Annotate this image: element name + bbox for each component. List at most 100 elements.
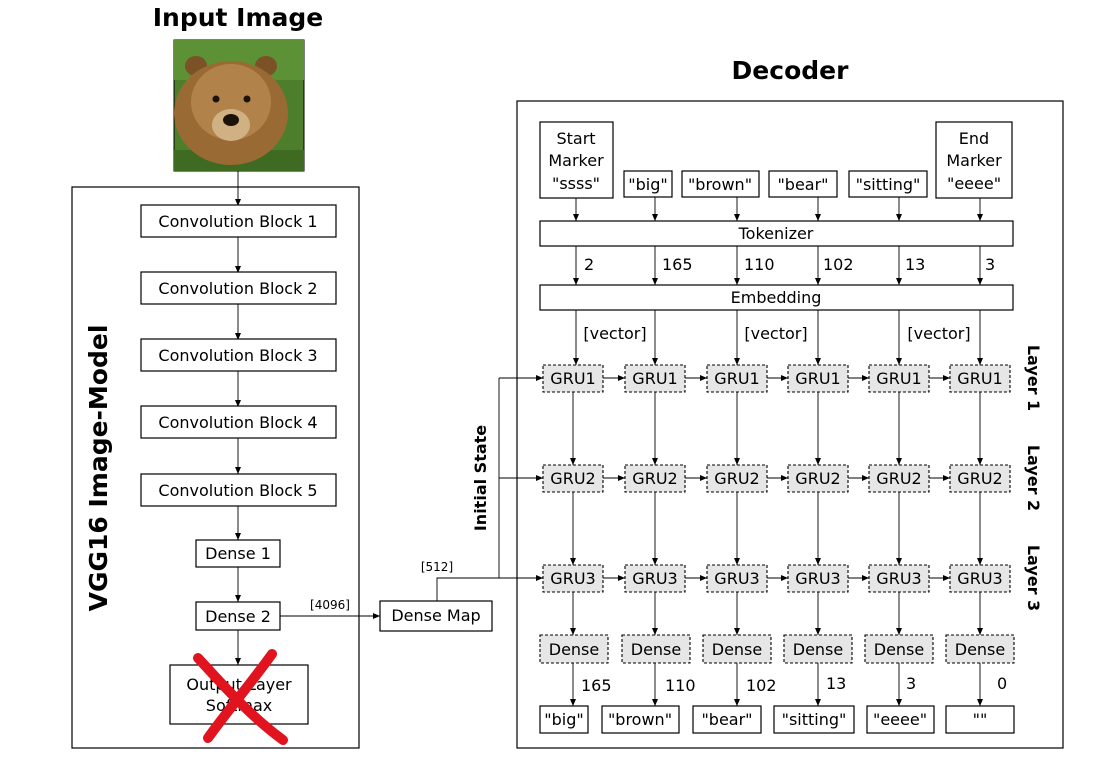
output-id-4: 13 [826, 674, 846, 693]
end-marker-line1: End [959, 129, 989, 148]
conv-block-1-label: Convolution Block 1 [158, 212, 317, 231]
dense-2-label: Dense 2 [205, 607, 271, 626]
token-id-5: 13 [905, 255, 925, 274]
decoder-title: Decoder [732, 56, 850, 85]
output-id-3: 102 [746, 676, 777, 695]
input-word-big: "big" [623, 170, 673, 198]
gru2-label-2: GRU2 [632, 469, 677, 488]
gru3-label-1: GRU3 [550, 569, 595, 588]
gru2-label-1: GRU2 [550, 469, 595, 488]
gru2-cell-5: GRU2 [868, 464, 930, 493]
output-word-2-label: "brown" [608, 710, 672, 729]
gru1-cell-3: GRU1 [706, 364, 768, 393]
start-marker-line2: Marker [548, 151, 604, 170]
input-word-brown: "brown" [681, 170, 760, 198]
gru1-cell-4: GRU1 [787, 364, 849, 393]
tokenizer-label: Tokenizer [738, 224, 814, 243]
input-word-sitting: "sitting" [848, 170, 928, 198]
gru1-cell-6: GRU1 [949, 364, 1011, 393]
gru2-label-3: GRU2 [714, 469, 759, 488]
vector-label-2: [vector] [744, 324, 807, 343]
gru2-cell-4: GRU2 [787, 464, 849, 493]
input-word-bear: "bear" [768, 170, 838, 198]
dense-out-4: Dense [783, 634, 853, 664]
conv-block-5-label: Convolution Block 5 [158, 481, 317, 500]
gru3-to-dense-arrows [570, 592, 983, 635]
input-word-bear-label: "bear" [777, 175, 828, 194]
token-id-1: 2 [584, 255, 594, 274]
gru2-cell-1: GRU2 [542, 464, 604, 493]
bear-photo [173, 39, 305, 172]
gru3-cell-3: GRU3 [706, 564, 768, 593]
conv-block-3: Convolution Block 3 [140, 338, 337, 372]
output-word-6: "" [945, 705, 1015, 734]
conv-block-4-label: Convolution Block 4 [158, 413, 317, 432]
dense-map-input-size: [4096] [310, 598, 350, 612]
gru3-label-4: GRU3 [795, 569, 840, 588]
conv-block-5: Convolution Block 5 [140, 473, 337, 507]
output-word-3: "bear" [692, 705, 762, 734]
gru2-label-5: GRU2 [876, 469, 921, 488]
dense-2: Dense 2 [195, 601, 281, 631]
gru1-label-4: GRU1 [795, 369, 840, 388]
gru2-cell-6: GRU2 [949, 464, 1011, 493]
conv-block-2-label: Convolution Block 2 [158, 279, 317, 298]
gru1-label-3: GRU1 [714, 369, 759, 388]
gru2-cell-2: GRU2 [624, 464, 686, 493]
gru2-label-4: GRU2 [795, 469, 840, 488]
gru3-label-5: GRU3 [876, 569, 921, 588]
gru2-label-6: GRU2 [957, 469, 1002, 488]
conv-block-1: Convolution Block 1 [140, 204, 337, 238]
vgg16-frame [71, 186, 360, 749]
dense-out-6: Dense [945, 634, 1015, 664]
gru1-label-5: GRU1 [876, 369, 921, 388]
vector-label-3: [vector] [907, 324, 970, 343]
conv-block-2: Convolution Block 2 [140, 271, 337, 305]
token-id-3: 110 [744, 255, 775, 274]
token-id-2: 165 [662, 255, 693, 274]
output-word-4: "sitting" [773, 705, 855, 734]
output-word-6-label: "" [973, 710, 988, 729]
output-id-6: 0 [997, 674, 1007, 693]
dense-out-5: Dense [864, 634, 934, 664]
start-marker-token: "ssss" [552, 174, 600, 193]
embedding: Embedding [539, 284, 1014, 311]
gru3-label-3: GRU3 [714, 569, 759, 588]
gru3-cell-4: GRU3 [787, 564, 849, 593]
output-id-1: 165 [581, 676, 612, 695]
gru3-label-6: GRU3 [957, 569, 1002, 588]
output-word-1: "big" [539, 705, 589, 734]
dense-map: Dense Map [379, 600, 493, 632]
gru1-label-6: GRU1 [957, 369, 1002, 388]
dense-map-label: Dense Map [391, 606, 480, 625]
gru1-to-gru2-arrows [570, 392, 983, 465]
start-marker-line1: Start [556, 129, 595, 148]
tokenizer: Tokenizer [539, 220, 1014, 247]
dense-to-output-arrows [570, 663, 983, 706]
token-id-4: 102 [823, 255, 854, 274]
output-word-2: "brown" [601, 705, 680, 734]
output-id-5: 3 [906, 674, 916, 693]
input-image-title: Input Image [153, 3, 324, 32]
output-word-4-label: "sitting" [782, 710, 847, 729]
input-word-sitting-label: "sitting" [856, 175, 921, 194]
gru1-label-2: GRU1 [632, 369, 677, 388]
gru2-to-gru3-arrows [570, 492, 983, 565]
gru1-label-1: GRU1 [550, 369, 595, 388]
output-word-1-label: "big" [544, 710, 583, 729]
dense-1-label: Dense 1 [205, 544, 271, 563]
dense-out-label-2: Dense [631, 640, 681, 659]
token-id-arrows [573, 246, 983, 285]
end-marker: End Marker "eeee" [935, 121, 1013, 199]
layer-3-label: Layer 3 [1024, 545, 1043, 611]
dense-out-label-5: Dense [874, 640, 924, 659]
gru3-cell-1: GRU3 [542, 564, 604, 593]
gru2-cell-3: GRU2 [706, 464, 768, 493]
gru1-cell-5: GRU1 [868, 364, 930, 393]
words-to-tokenizer-arrows [573, 197, 983, 221]
dense-out-2: Dense [621, 634, 691, 664]
gru3-cell-6: GRU3 [949, 564, 1011, 593]
output-word-5: "eeee" [866, 705, 935, 734]
dense-1: Dense 1 [195, 539, 281, 568]
